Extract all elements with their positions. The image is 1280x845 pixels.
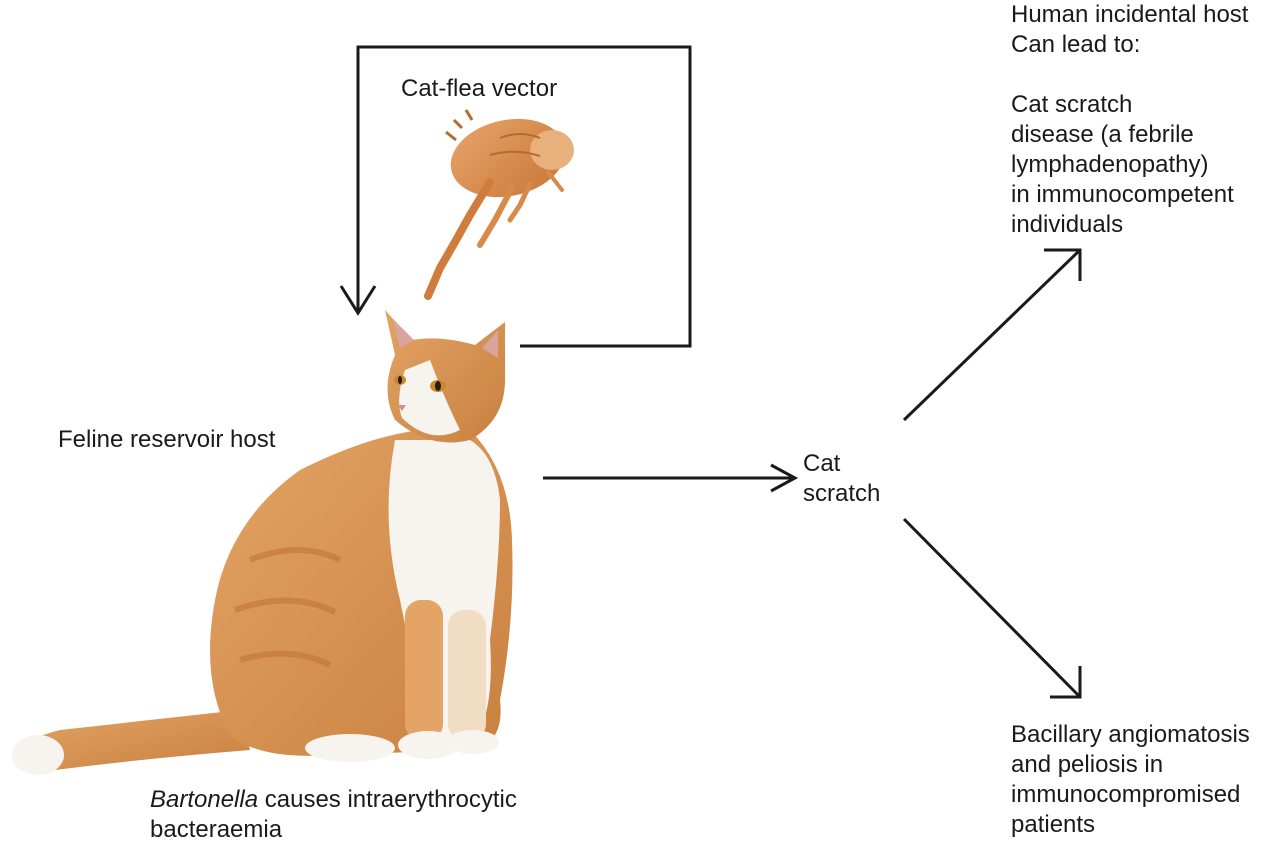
feline-host-label: Feline reservoir host bbox=[58, 426, 276, 453]
bartonella-genus: Bartonella bbox=[150, 786, 259, 813]
scratch-to-immunocompromised-arrow bbox=[902, 517, 1082, 699]
bacillary-angiomatosis-label: Bacillary angiomatosis and peliosis in i… bbox=[1011, 721, 1250, 838]
flea-vector-label: Cat-flea vector bbox=[401, 75, 558, 102]
cat-icon bbox=[12, 310, 513, 775]
scratch-to-immunocompetent-arrow bbox=[902, 248, 1082, 422]
flea-icon bbox=[424, 109, 574, 300]
human-host-label: Human incidental host Can lead to: Cat s… bbox=[1011, 1, 1249, 238]
bartonella-caption-rest: causes intraerythrocytic bacteraemia bbox=[150, 786, 517, 843]
cat-to-scratch-arrow bbox=[543, 463, 799, 493]
bartonella-caption: Bartonella causes intraerythrocytic bact… bbox=[150, 785, 517, 845]
cat-scratch-label: Cat scratch bbox=[803, 450, 881, 507]
flea-cycle-arrow bbox=[339, 45, 692, 348]
